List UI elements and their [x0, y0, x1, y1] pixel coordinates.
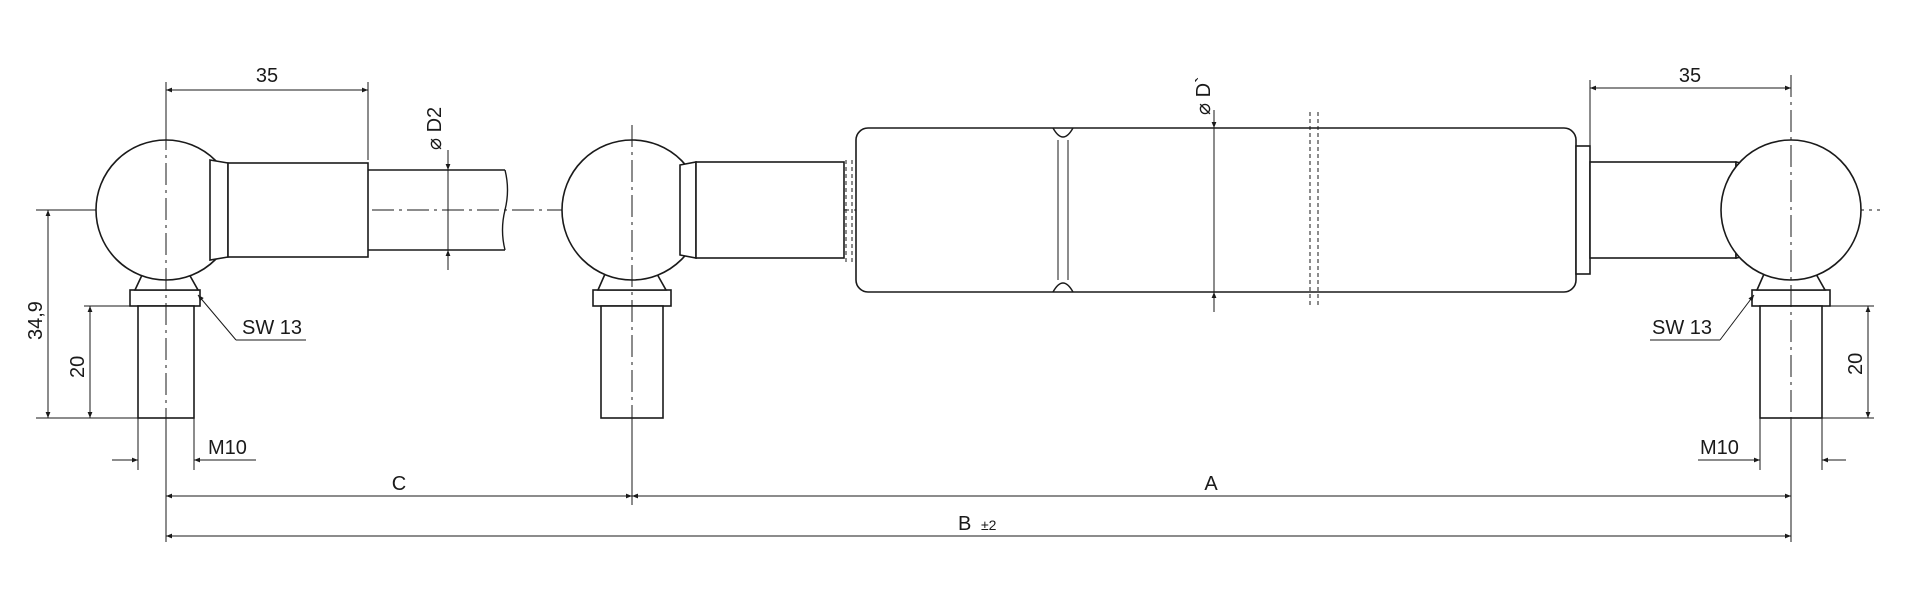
cylinder-end-cap: [1575, 145, 1591, 275]
dim-label-b-tolerance: ±2: [981, 517, 997, 533]
dim-label-20-left: 20: [67, 356, 89, 378]
dim-label-35-left: 35: [256, 65, 278, 87]
dim-c-a: C A: [165, 418, 1792, 542]
dim-d-prime: ⌀ D`: [1193, 76, 1217, 312]
right-ball-joint: [1589, 139, 1862, 419]
label-sw-13-right: SW 13: [1652, 317, 1712, 339]
dim-m10-right: M10: [1698, 418, 1846, 470]
cylinder-tube: [855, 127, 1577, 293]
dim-b: B ±2: [166, 513, 1791, 539]
dim-label-34-9: 34,9: [25, 301, 47, 340]
leader-sw-right: SW 13: [1650, 294, 1755, 341]
middle-ball-joint: [561, 139, 845, 419]
left-collar: [209, 159, 229, 261]
label-m10-right: M10: [1700, 437, 1739, 459]
left-socket-sleeve: [227, 162, 369, 258]
dim-top-right-35: 35: [1589, 65, 1791, 160]
dim-label-d-prime: ⌀ D`: [1193, 76, 1215, 115]
cylinder-body: [845, 112, 1591, 308]
dim-label-b: B: [958, 513, 971, 535]
dim-label-a: A: [1204, 473, 1218, 495]
broken-rod: [368, 169, 509, 251]
left-hex-nut: [129, 289, 201, 307]
dim-top-left-35: 35: [165, 65, 369, 160]
dim-label-35-right: 35: [1679, 65, 1701, 87]
left-ball-joint: [95, 139, 369, 419]
dim-height-34-9: 34,9: [25, 209, 138, 419]
middle-collar: [679, 161, 697, 259]
dim-label-20-right: 20: [1845, 353, 1867, 375]
groove-top: [1052, 127, 1074, 138]
dim-label-c: C: [392, 473, 406, 495]
right-socket-sleeve: [1589, 161, 1737, 259]
middle-socket-sleeve: [695, 161, 845, 259]
dim-label-d2: ⌀ D2: [424, 107, 446, 150]
label-sw-13-left: SW 13: [242, 317, 302, 339]
dim-m10-left: M10: [112, 418, 256, 470]
dim-d2: ⌀ D2: [424, 107, 451, 270]
label-m10-left: M10: [208, 437, 247, 459]
groove-bottom: [1052, 282, 1074, 293]
dim-right-20: 20: [1822, 305, 1874, 419]
dim-left-20: 20: [67, 305, 138, 418]
leader-sw-left: SW 13: [197, 294, 306, 341]
